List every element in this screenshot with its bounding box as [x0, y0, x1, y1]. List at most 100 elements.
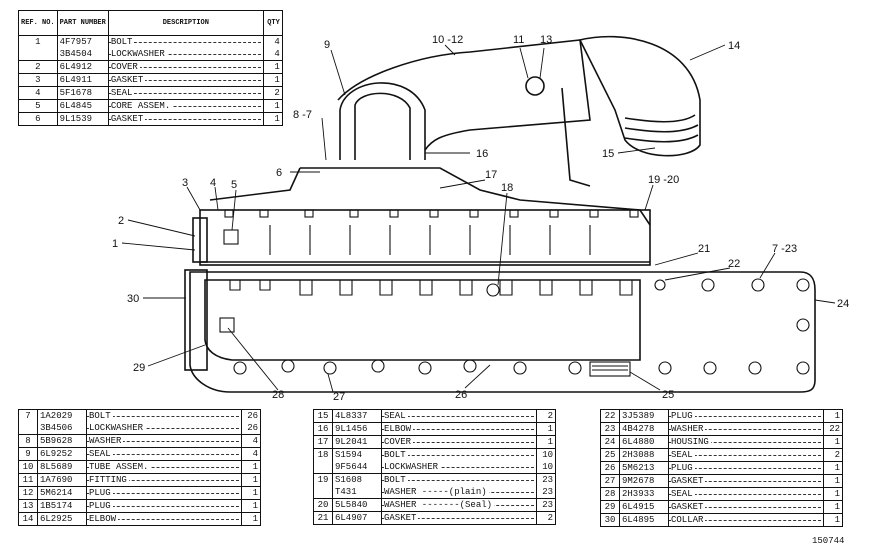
callout-13: 13	[540, 34, 552, 46]
description: LOCKWASHER	[381, 461, 537, 474]
quantity: 1	[262, 99, 283, 113]
description: LOCKWASHER	[107, 48, 264, 61]
ref-no: 15	[313, 409, 333, 423]
quantity: 1	[823, 513, 843, 527]
description: PLUG	[86, 499, 242, 513]
callout-22: 22	[728, 258, 740, 270]
description: GASKET	[668, 474, 824, 488]
description: SEAL	[86, 447, 242, 461]
ref-no: 24	[600, 435, 620, 449]
callout-30: 30	[127, 293, 139, 305]
part-number: 9L1539	[56, 112, 109, 126]
quantity: 1	[262, 60, 283, 74]
part-number: 6L4845	[56, 99, 109, 113]
ref-no: 20	[313, 498, 333, 512]
description: COVER	[381, 435, 537, 449]
ref-no: 14	[18, 512, 38, 526]
housing-24	[189, 271, 816, 393]
quantity: 1	[262, 73, 283, 87]
quantity: 1	[823, 461, 843, 475]
quantity: 1	[536, 422, 556, 436]
description: CORE ASSEM.	[107, 99, 264, 113]
part-number: 9L1456	[332, 422, 382, 436]
col-ref-no: REF. NO.	[18, 10, 58, 36]
description: GASKET	[107, 73, 264, 87]
callout-9: 9	[324, 39, 330, 51]
callout-21: 21	[698, 243, 710, 255]
ref-no: 18	[313, 448, 333, 461]
description: HOUSING	[668, 435, 824, 449]
description: WASHER -----(plain)	[381, 486, 537, 499]
description: SEAL	[668, 487, 824, 501]
quantity: 4	[241, 447, 261, 461]
quantity: 1	[536, 435, 556, 449]
description: PLUG	[668, 461, 824, 475]
callout-28: 28	[272, 389, 284, 401]
part-number: 6L9252	[37, 447, 87, 461]
part-number: 6L2925	[37, 512, 87, 526]
quantity: 4	[262, 48, 283, 61]
quantity: 10	[536, 461, 556, 474]
ref-no: 21	[313, 511, 333, 525]
part-number: 6L4907	[332, 511, 382, 525]
part-number: 6L4880	[619, 435, 669, 449]
part-number: 6L4895	[619, 513, 669, 527]
callout-19-20: 19 -20	[648, 174, 679, 186]
tube-assembly	[337, 39, 591, 151]
elbow-16	[339, 82, 426, 160]
ref-no: 13	[18, 499, 38, 513]
part-number: 9L2041	[332, 435, 382, 449]
description: SEAL	[381, 409, 537, 423]
description: WASHER -------(Seal)	[381, 498, 537, 512]
cover-2	[192, 217, 208, 263]
quantity: 2	[536, 409, 556, 423]
callout-14: 14	[728, 40, 740, 52]
quantity: 26	[241, 409, 261, 422]
ref-no: 10	[18, 460, 38, 474]
callout-4: 4	[210, 177, 216, 189]
quantity: 2	[823, 448, 843, 462]
callout-17: 17	[485, 169, 497, 181]
callout-15: 15	[602, 148, 614, 160]
quantity: 23	[536, 498, 556, 512]
part-number: 4F7957	[56, 35, 109, 48]
description: LOCKWASHER	[86, 422, 242, 435]
ref-no: 29	[600, 500, 620, 514]
callout-11: 11	[513, 34, 524, 46]
part-number: 5M6214	[37, 486, 87, 500]
description: TUBE ASSEM.	[86, 460, 242, 474]
part-number: 2H3088	[619, 448, 669, 462]
part-number: 1B5174	[37, 499, 87, 513]
illustration-number: 150744	[812, 536, 845, 546]
callout-27: 27	[333, 391, 345, 403]
part-number: 5M6213	[619, 461, 669, 475]
part-number: 5B9628	[37, 434, 87, 448]
description: BOLT	[86, 409, 242, 422]
